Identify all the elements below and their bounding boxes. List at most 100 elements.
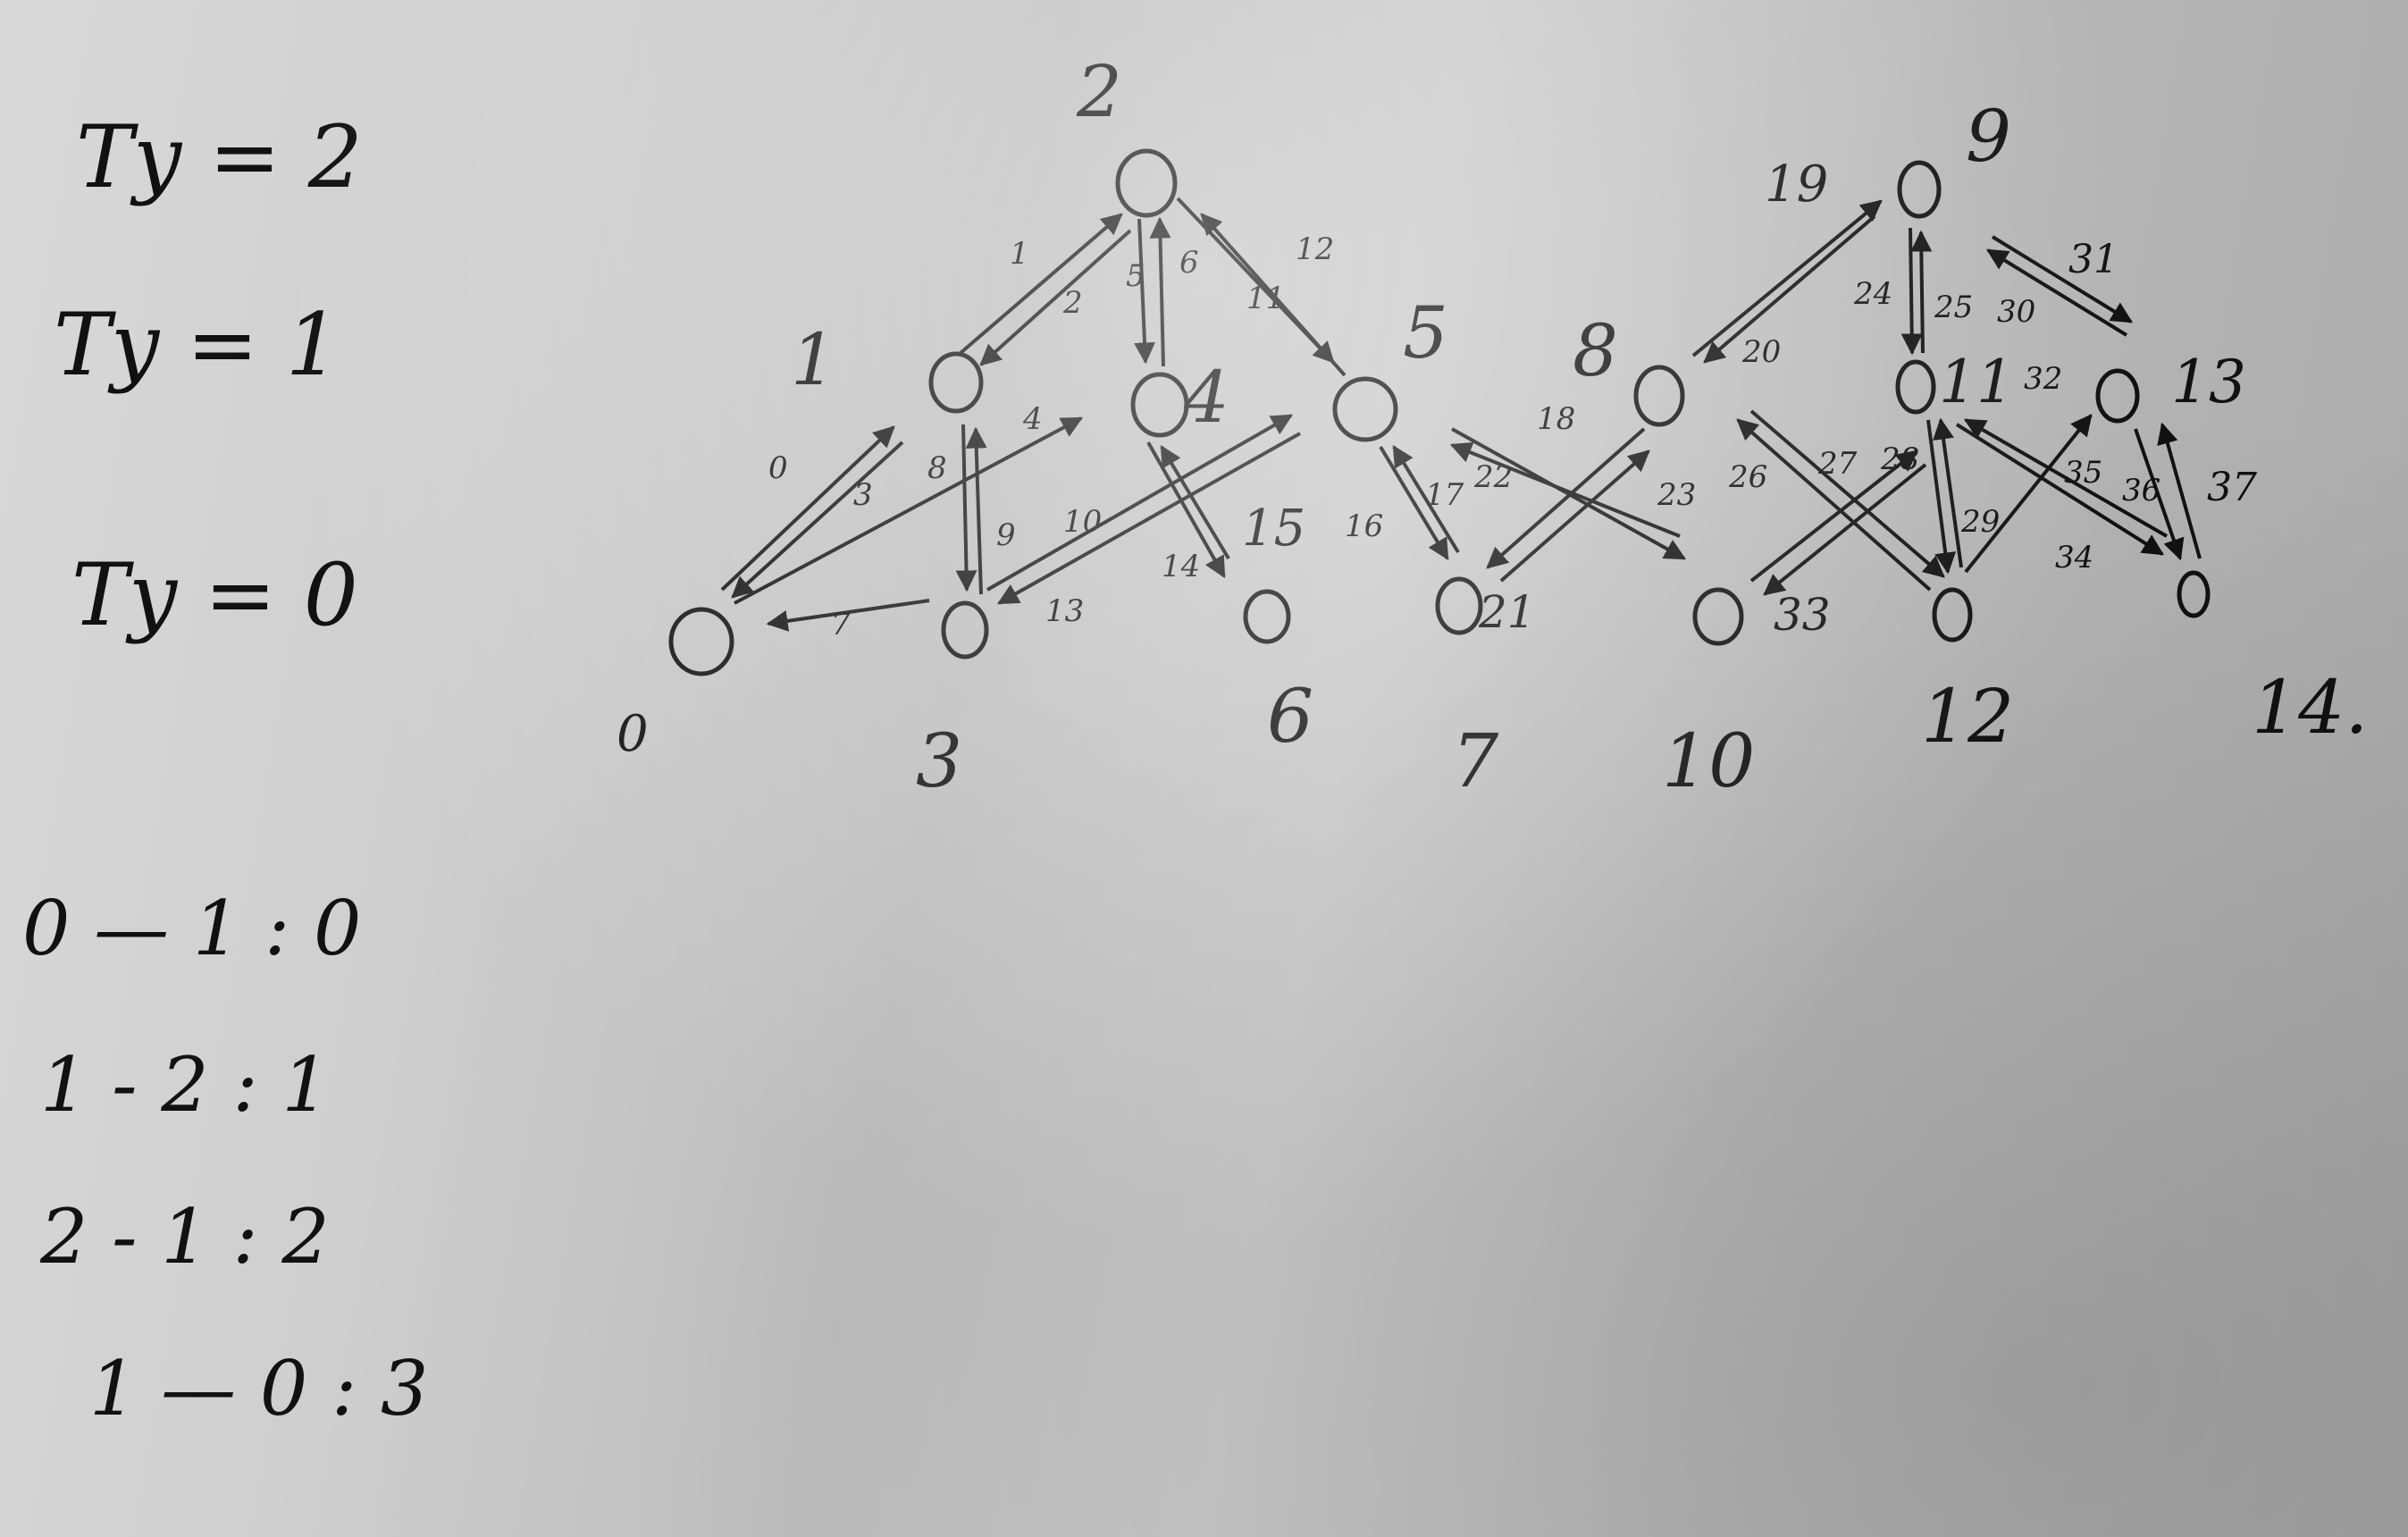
node-bot-3	[941, 601, 989, 659]
transition-1-0: 1 — 0 : 3	[89, 1345, 429, 1432]
edge-label: 14	[1162, 549, 1200, 584]
edge-arrow	[979, 229, 1132, 366]
node-mid-5	[1332, 376, 1398, 442]
edge-arrow	[1392, 444, 1460, 554]
edge-label: 17	[1425, 477, 1464, 513]
x-label: 10	[1662, 719, 1755, 804]
edge-arrow	[1926, 419, 1957, 575]
edge-arrow	[1691, 199, 1883, 357]
node-bot-7	[1435, 576, 1483, 635]
edge-label: 23	[1657, 477, 1696, 513]
ty-line-1: Ty = 1	[54, 295, 340, 395]
edge-label: 10	[1063, 504, 1102, 540]
edge-arrow	[1910, 230, 1933, 354]
vertex-label: 21	[1478, 586, 1536, 638]
edge-label: 30	[1997, 294, 2035, 330]
node-bot-12	[1932, 587, 1973, 643]
edge-label: 3	[853, 477, 873, 513]
edge-arrow	[1955, 423, 2165, 556]
edge-arrow	[1149, 216, 1171, 367]
node-mid-11	[1895, 359, 1936, 415]
vertex-label: 1	[791, 318, 836, 401]
node-mid-13	[2095, 368, 2140, 424]
vertex-label: 2	[1076, 50, 1122, 133]
edge-arrow	[1736, 418, 1932, 592]
transition-0-1: 0 — 1 : 0	[22, 885, 362, 972]
edge-arrow	[1451, 427, 1687, 560]
edge-arrow	[2157, 422, 2202, 559]
edge-arrow	[1900, 227, 1923, 356]
edge-label: 5	[1126, 258, 1145, 294]
edge-label: 12	[1296, 231, 1334, 267]
edge-arrow	[996, 432, 1301, 605]
edge-label: 9	[996, 517, 1016, 553]
x-label: 0	[617, 705, 649, 763]
edge-arrow	[1379, 445, 1449, 561]
transition-2-1: 2 - 1 : 2	[40, 1193, 330, 1281]
edge-arrow	[1200, 213, 1347, 377]
vertex-label: 8	[1573, 309, 1618, 392]
edge-label: 4	[1022, 401, 1043, 437]
edge-arrow	[1703, 214, 1876, 364]
edge-arrow	[1499, 449, 1650, 583]
edge-label: 16	[1345, 508, 1383, 544]
vertex-label: 11	[1939, 348, 2014, 416]
x-label: 6	[1267, 675, 1313, 760]
edge-label: 8	[927, 450, 947, 486]
edge-label: 26	[1728, 459, 1767, 495]
vertex-label: 9	[1966, 95, 2011, 178]
edge-arrow	[1964, 414, 2093, 574]
vertex-label: 13	[2171, 348, 2246, 416]
transition-1-2: 1 - 2 : 1	[40, 1041, 330, 1129]
edge-label: 32	[2024, 361, 2062, 397]
edge-label: 36	[2122, 473, 2160, 508]
edge-label: 31	[2068, 237, 2119, 282]
node-mid-4	[1130, 372, 1189, 438]
edge-label: 6	[1179, 245, 1199, 281]
edge-arrow	[1933, 417, 1963, 568]
node-bot-6	[1243, 589, 1291, 644]
node-bot-14	[2177, 570, 2211, 618]
edge-arrow	[766, 599, 930, 632]
edge-label: 1	[1010, 236, 1029, 272]
edge-arrow	[731, 441, 904, 599]
node-top-9	[1897, 160, 1942, 219]
x-label: 14.	[2252, 666, 2368, 751]
vertex-label: 4	[1183, 356, 1229, 439]
edge-label: 25	[1934, 290, 1973, 325]
edge-label: 34	[2055, 540, 2093, 575]
x-label: 3	[916, 719, 962, 804]
node-bot-0	[668, 607, 734, 676]
edge-arrow	[1160, 444, 1230, 560]
edge-label: 15	[1242, 500, 1305, 558]
edge-arrow	[720, 425, 895, 592]
ty-line-2: Ty = 2	[76, 107, 363, 207]
node-top-a	[1115, 148, 1178, 218]
edge-arrow	[2134, 428, 2185, 561]
edge-label: 2	[1062, 285, 1083, 321]
vertex-label: 5	[1403, 291, 1448, 374]
node-mid-8	[1633, 365, 1685, 427]
ty-line-0: Ty = 0	[71, 545, 358, 645]
edge-arrow	[1963, 418, 2169, 538]
edge-label: 35	[2064, 455, 2102, 491]
node-bot-10	[1692, 587, 1744, 646]
edge-label: 29	[1960, 504, 2000, 540]
edge-arrow	[1763, 463, 1927, 596]
edge-label: 20	[1741, 334, 1781, 370]
edge-arrow	[1985, 248, 2128, 337]
edge-arrow	[959, 213, 1123, 355]
edge-arrow	[1749, 409, 1945, 578]
edge-arrow	[986, 414, 1294, 592]
edge-label: 13	[1045, 593, 1084, 629]
edge-label: 18	[1537, 401, 1575, 437]
edge-label: 27	[1817, 446, 1858, 482]
edge-arrow	[1749, 449, 1918, 583]
edge-label: 11	[1246, 281, 1285, 316]
node-mid-1	[928, 351, 984, 414]
edge-label: 7	[831, 607, 851, 643]
edge-arrow	[1991, 235, 2134, 323]
edge-label: 37	[2207, 465, 2257, 510]
edge-arrow	[965, 426, 987, 595]
